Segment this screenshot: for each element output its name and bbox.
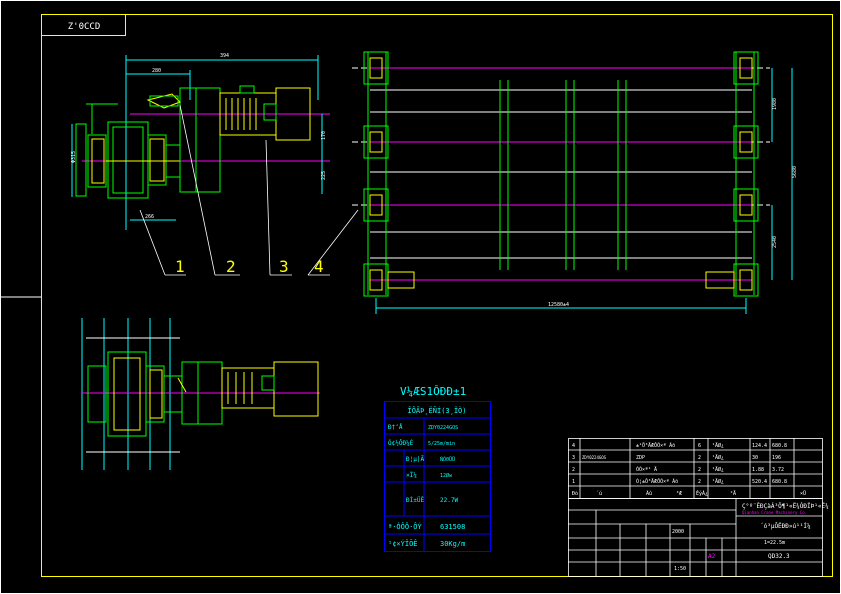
drawing-weight: 2000 [672, 529, 684, 535]
dim-right-total: 5680 [792, 166, 798, 178]
bom-cell: 1.88 [752, 467, 764, 473]
parameter-table [384, 401, 491, 552]
dim-side-b: 225 [321, 171, 327, 180]
plan-view: 1980 5680 2540 12580±4 [352, 51, 798, 314]
dim-bottom-small: 266 [145, 214, 154, 220]
param-7-label: ¹¢×ÝÎÕÊ [388, 539, 418, 548]
bom-cell: 124.4 [752, 443, 767, 449]
sheet-size: A2 [708, 553, 716, 560]
bom-cell: 2 [698, 479, 701, 485]
bom-cell: ÓÒ×ª¹ Ä [636, 466, 657, 473]
bom-header: ³Æ [676, 491, 682, 497]
bom-cell: ¹ÄØ¿ [712, 478, 724, 485]
bom-cell: ¹ÄØ¿ [712, 442, 724, 449]
dim-drum-dia: Φ315 [71, 151, 77, 163]
param-7-value: 30Kg/m [440, 540, 465, 548]
bom-cell: 680.8 [772, 479, 787, 485]
bom-cell: 2 [698, 467, 701, 473]
top-assembly-view: 394 280 Φ315 170 225 266 [71, 53, 330, 230]
bom-cell: 680.8 [772, 443, 787, 449]
param-2-label: Ó¢½ÔÐ¼É [388, 439, 414, 447]
drawing-number: QD32.3 [768, 553, 790, 560]
bom-cell: 1 [572, 479, 575, 485]
title-block [568, 498, 823, 577]
param-1-value: ZDY0224GOS [428, 425, 458, 431]
param-3-label: Ð¦µ|Ã [406, 456, 424, 463]
drawing-name: ´ó³µÔËÐÐ»ú¹¹Í¼ [760, 522, 811, 530]
bom-cell: ZDY0224GOS [582, 455, 607, 460]
param-3-value: ÑÓ0ÜÜ [440, 456, 455, 463]
dim-bottom-span: 12580±4 [548, 302, 569, 308]
bom-cell: 196 [772, 455, 781, 461]
bom-cell: 2 [698, 455, 701, 461]
bom-header: Ãû [646, 490, 652, 497]
bottom-section-view [81, 318, 320, 470]
part-number-3: 3 [279, 257, 289, 276]
param-4-value: 12Øw [440, 472, 453, 479]
part-number-1: 1 [175, 257, 185, 276]
dim-right-top: 1980 [772, 98, 778, 110]
bom-cell: 520.4 [752, 479, 767, 485]
bom-cell: Ó¦±Ô³ÄÆÔÕ×ª Ãõ [636, 478, 678, 485]
dim-total-length: 394 [220, 53, 229, 59]
bom-header: ×Ü [800, 490, 806, 497]
bom-cell: 30 [752, 455, 758, 461]
part-number-4: 4 [314, 257, 324, 276]
part-leaders [139, 104, 359, 276]
param-5-label: ÐÌ±ÜÊ [406, 496, 424, 504]
param-2-value: 5/25m/min [428, 441, 455, 447]
bom-rows: 4 ±¹Ö³ÄÆÔÕ×ª Ãõ 6 ¹ÄØ¿ 124.4 680.8 3 ZDY… [572, 442, 806, 497]
bom-cell: ¹ÄØ¿ [712, 466, 724, 473]
dim-right-bottom: 2540 [772, 236, 778, 248]
bom-header: ²Ä [730, 490, 736, 497]
company-sub: Qianhan Crane Machinery Co. [742, 510, 807, 515]
bom-cell: ¹ÄØ¿ [712, 454, 724, 461]
drawing-frame [41, 14, 833, 577]
bom-cell: 4 [572, 443, 575, 449]
params-title: V¼ÆS1ÔÐÐ±1 [400, 385, 466, 398]
dim-left-offset: 280 [152, 68, 161, 74]
bom-cell: ±¹Ö³ÄÆÔÕ×ª Ãõ [636, 442, 675, 449]
part-number-2: 2 [226, 257, 236, 276]
bom-header: Ðò [572, 490, 578, 497]
param-5-value: 22.7W [440, 497, 458, 504]
param-4-label: ×Ï¼ [406, 472, 417, 479]
bom-cell: 3 [572, 455, 575, 461]
bom-table [568, 438, 823, 499]
drawing-spec: 1=22.5m [764, 540, 785, 546]
company-name: Ç°º¨ÊÐÇàÁ³Ö¶¹«Ë¾ÓÐÏÞ¹«Ë¾ [742, 502, 829, 510]
bom-cell: ZDP [636, 455, 645, 461]
param-1-label: Đ†ʻÅ [388, 424, 403, 431]
param-0-label: ÎÔÂÞ¸ËÑÍ(3¸ÏÒ) [407, 406, 466, 415]
bom-cell: 6 [698, 443, 701, 449]
param-6-label: ª·ÓÔÔ·ÔÝ [388, 522, 423, 531]
title-label-text: Z'0CCD [68, 22, 101, 32]
bom-cell: 3.72 [772, 467, 784, 473]
bom-header: ´ú [596, 490, 602, 497]
drawing-scale: 1:50 [674, 566, 686, 572]
dim-side-a: 170 [321, 131, 327, 140]
bom-cell: 2 [572, 467, 575, 473]
param-6-value: 631508 [440, 523, 465, 531]
title-label-box [41, 14, 126, 36]
bom-header: ÊýÁ¿ [696, 489, 708, 497]
